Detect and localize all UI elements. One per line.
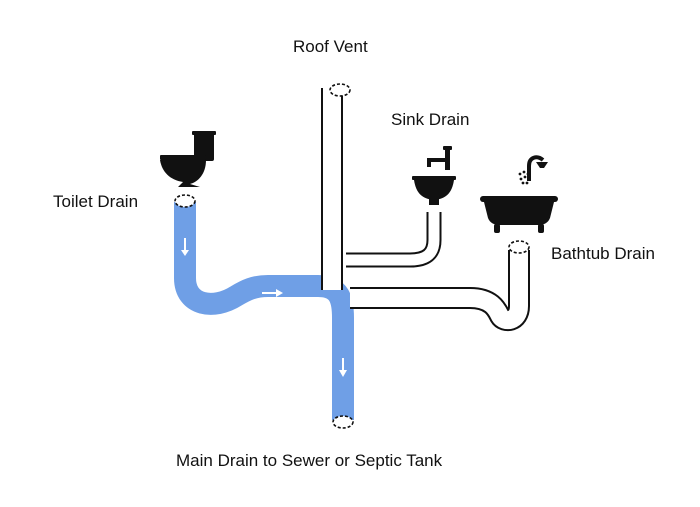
pipe-openings (174, 83, 530, 429)
main-drain-label: Main Drain to Sewer or Septic Tank (176, 451, 443, 470)
toilet-drain-opening (174, 194, 196, 208)
bathtub-drain-label: Bathtub Drain (551, 244, 655, 263)
shower-drops (518, 170, 531, 185)
flow-arrow-icon (262, 289, 283, 297)
roof-vent-opening (329, 83, 351, 97)
bathtub-icon (480, 155, 558, 233)
flow-arrows (181, 238, 347, 377)
bathtub-drain-pipe (350, 250, 530, 331)
vent-and-branch-pipes (321, 88, 530, 331)
flow-arrow-icon (339, 358, 347, 377)
sink-icon (412, 146, 456, 205)
sink-drain-label: Sink Drain (391, 110, 470, 129)
roof-vent-label: Roof Vent (293, 37, 368, 56)
sink-drain-pipe (346, 212, 442, 268)
toilet-drain-pipe (174, 202, 354, 420)
main-drain-opening (332, 415, 354, 429)
water-flow-path (174, 202, 354, 420)
toilet-drain-label: Toilet Drain (53, 192, 139, 211)
bathtub-drain-opening (508, 240, 530, 254)
toilet-icon (160, 131, 216, 187)
flow-arrow-icon (181, 238, 189, 256)
